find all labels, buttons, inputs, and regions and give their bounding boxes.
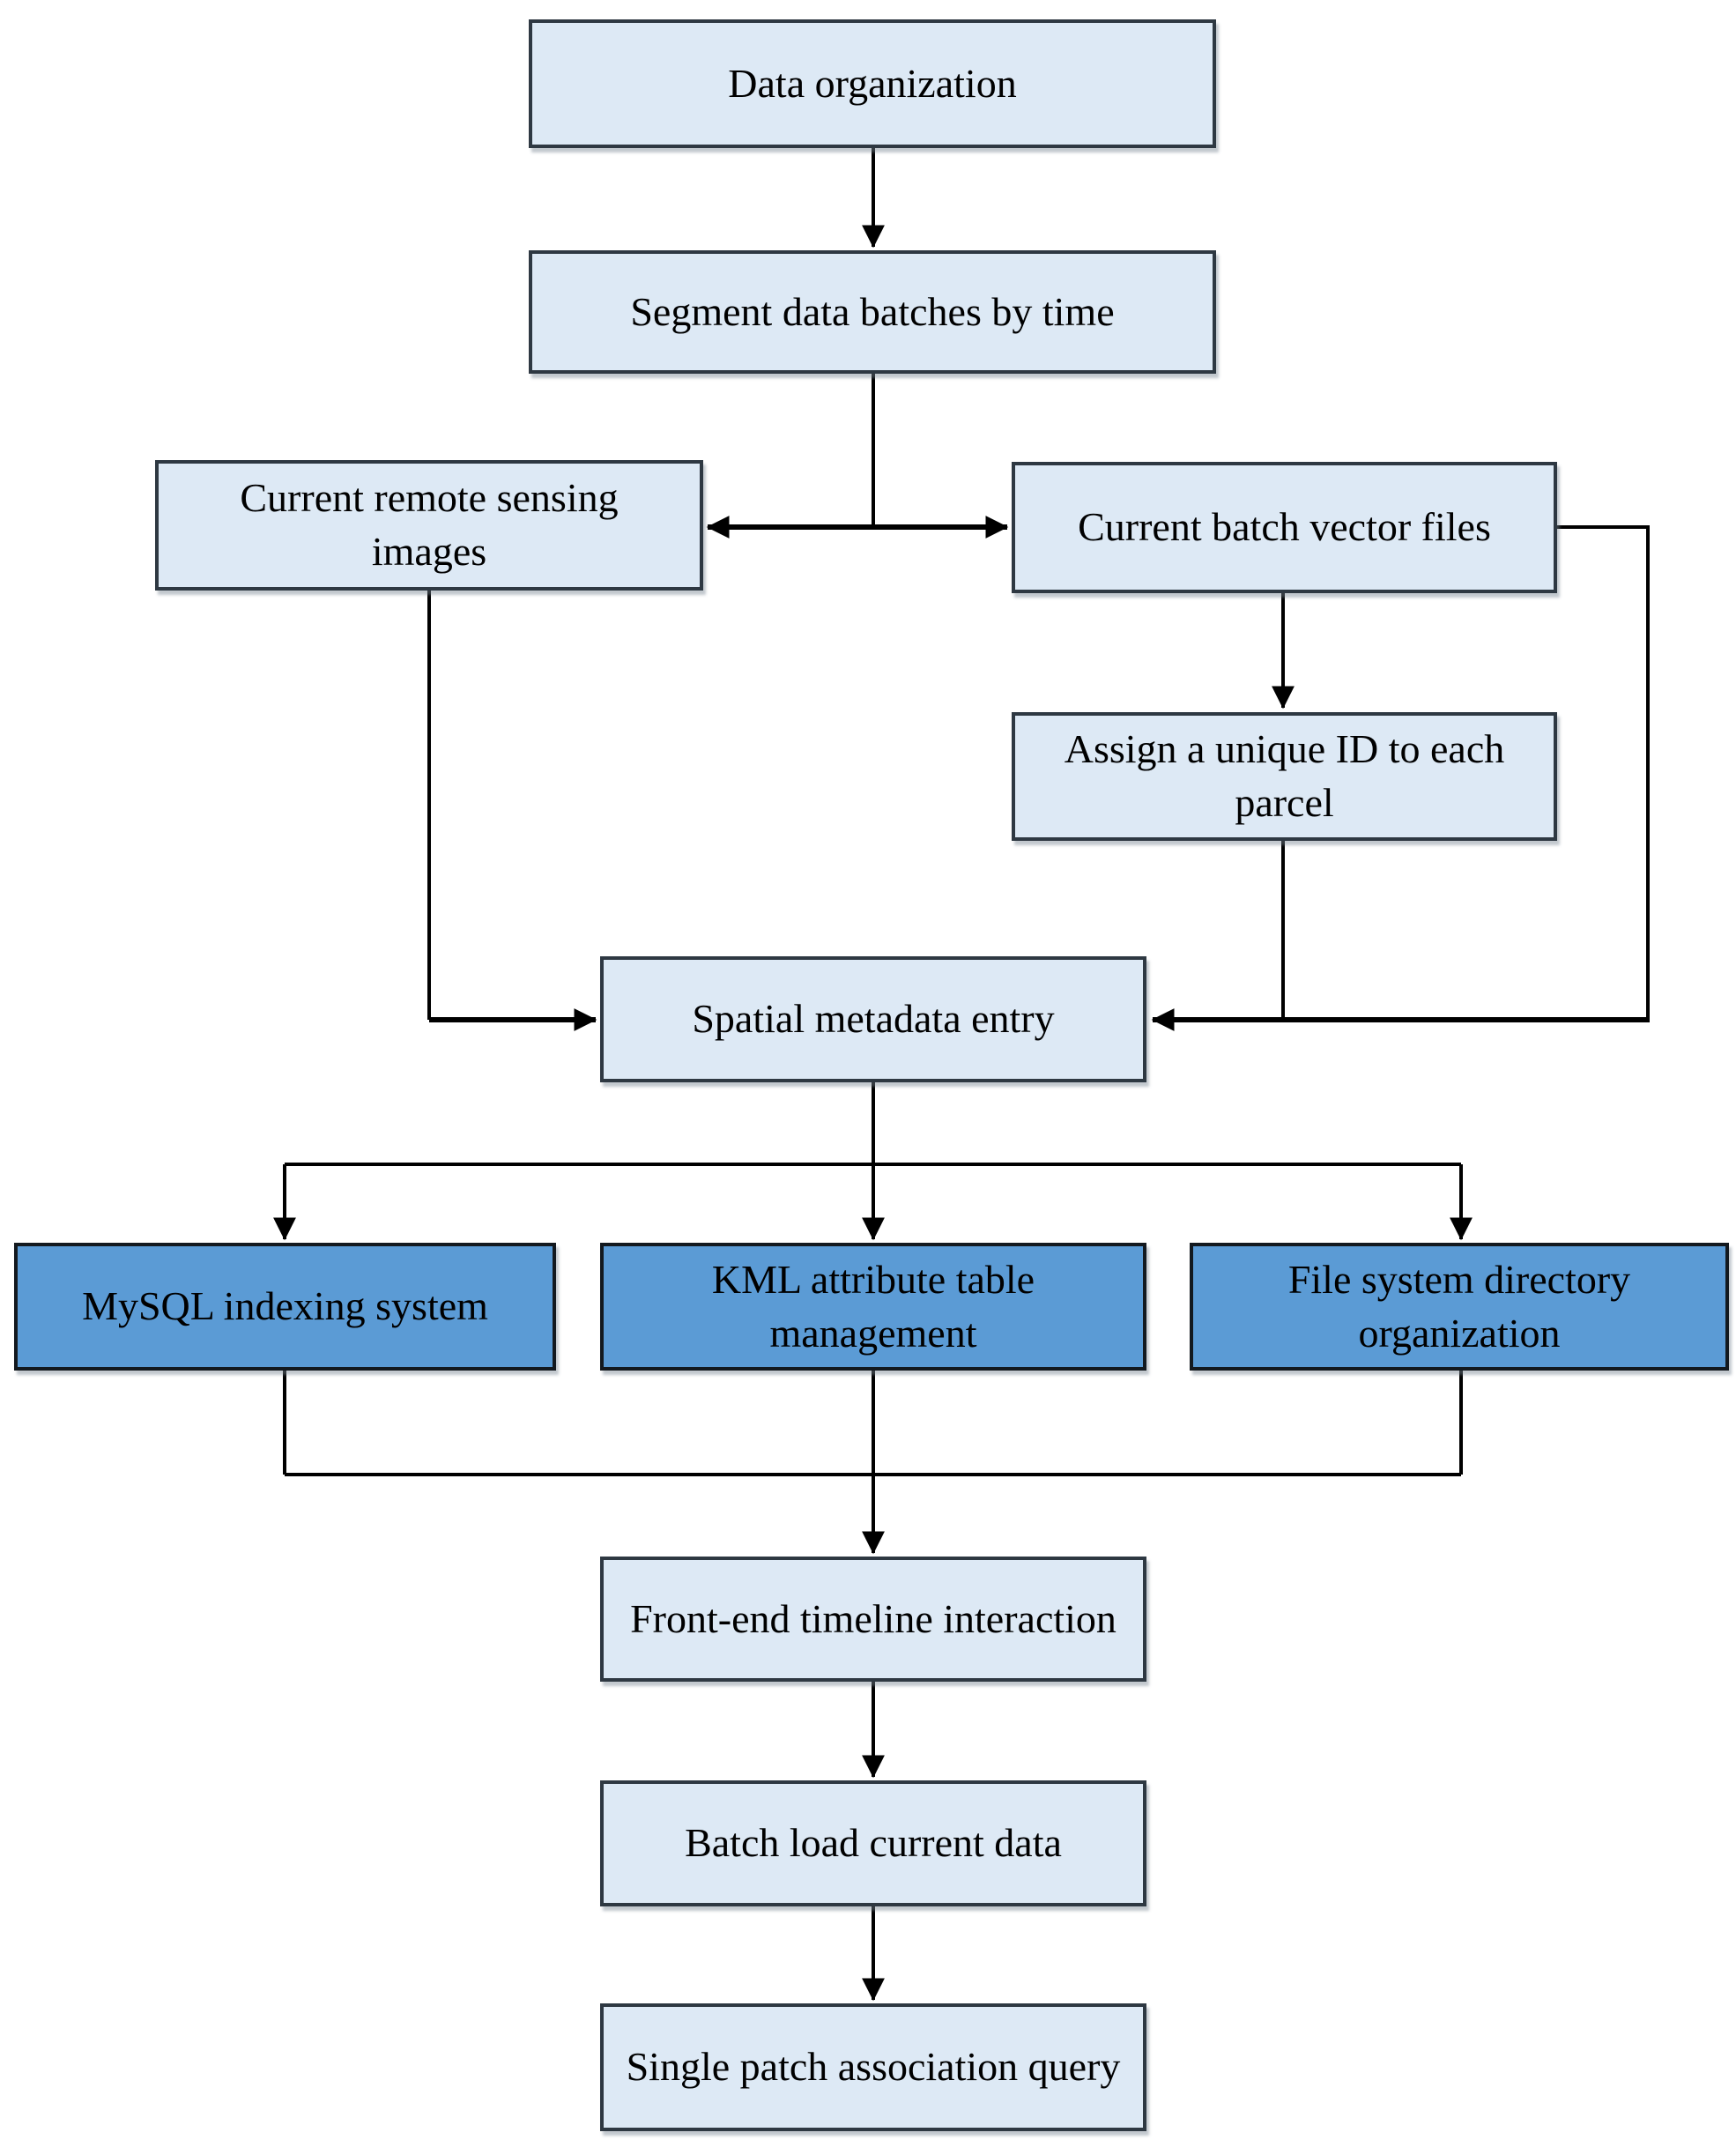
node-single-patch-association-query: Single patch association query	[600, 2003, 1146, 2131]
node-label: organization	[1358, 1310, 1561, 1356]
node-front-end-timeline-interaction: Front-end timeline interaction	[600, 1557, 1146, 1682]
node-label: Spatial metadata entry	[692, 996, 1055, 1042]
node-label: MySQL indexing system	[82, 1283, 488, 1329]
node-spatial-metadata-entry: Spatial metadata entry	[600, 956, 1146, 1082]
node-label: Assign a unique ID to each	[1064, 726, 1505, 772]
node-mysql-indexing-system: MySQL indexing system	[14, 1243, 556, 1371]
node-label: parcel	[1235, 780, 1334, 825]
node-batch-load-current-data: Batch load current data	[600, 1780, 1146, 1906]
node-segment-data-batches: Segment data batches by time	[529, 250, 1216, 374]
node-label: Segment data batches by time	[630, 288, 1115, 334]
node-file-system-directory: File system directory organization	[1190, 1243, 1729, 1371]
node-current-batch-vector-files: Current batch vector files	[1012, 462, 1557, 593]
node-assign-unique-id: Assign a unique ID to each parcel	[1012, 712, 1557, 841]
node-label: images	[371, 529, 487, 574]
node-label: management	[769, 1310, 977, 1356]
node-label: Front-end timeline interaction	[630, 1595, 1117, 1641]
edge-currentbatch-spatial-stem	[1557, 525, 1650, 1022]
node-data-organization: Data organization	[529, 19, 1216, 148]
node-label: Current batch vector files	[1078, 504, 1491, 550]
node-kml-attribute-table: KML attribute table management	[600, 1243, 1146, 1371]
node-label: Single patch association query	[626, 2044, 1121, 2090]
node-label: Data organization	[728, 60, 1017, 106]
node-label: Current remote sensing	[240, 475, 619, 521]
node-label: KML attribute table	[711, 1256, 1035, 1302]
node-current-remote-sensing-images: Current remote sensing images	[155, 460, 703, 591]
node-label: File system directory	[1287, 1256, 1631, 1302]
node-label: Batch load current data	[685, 1820, 1062, 1866]
